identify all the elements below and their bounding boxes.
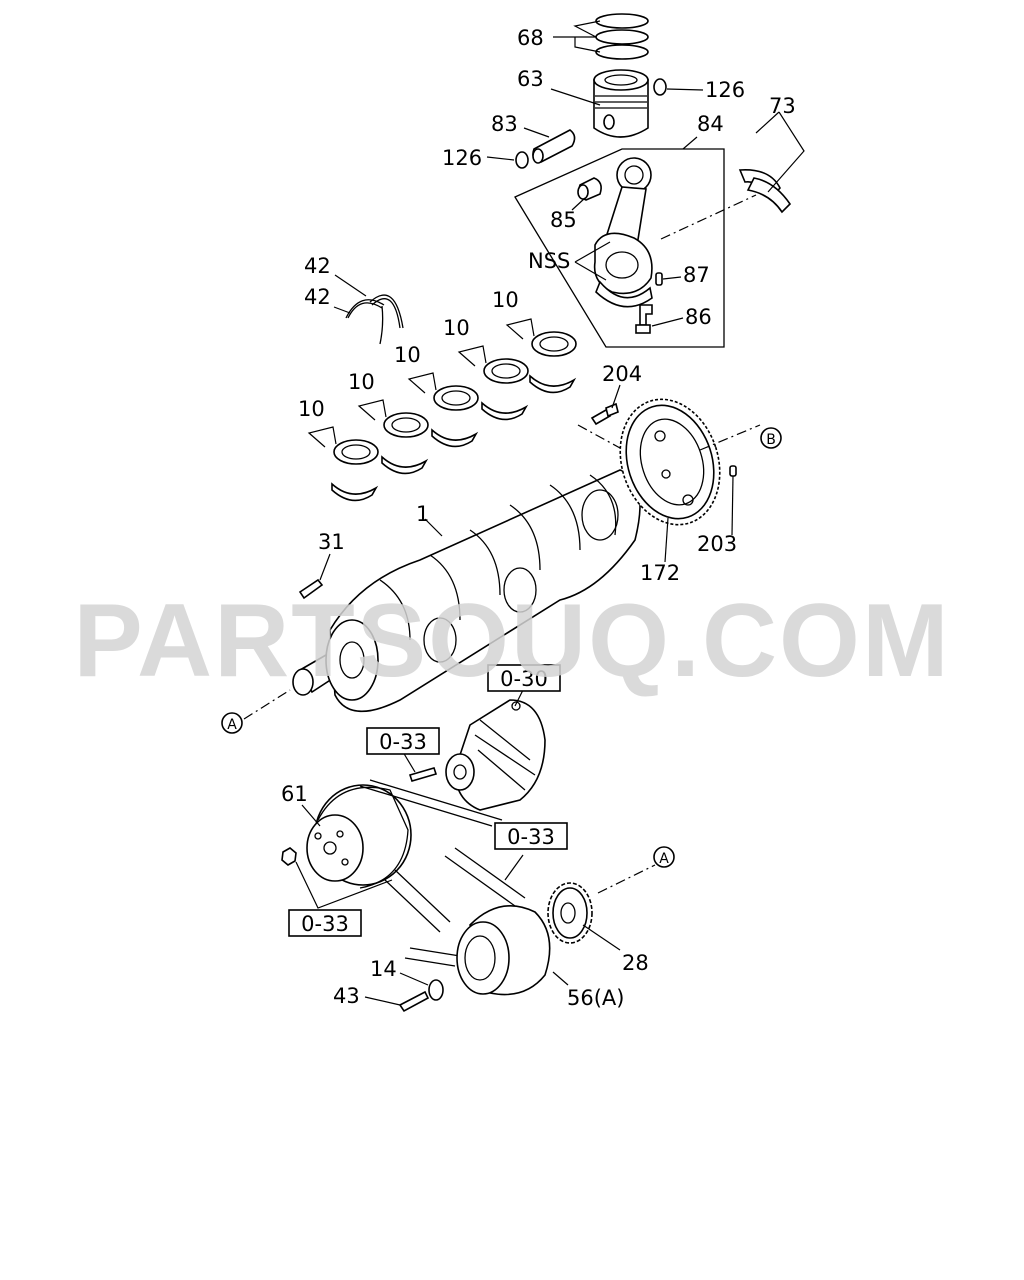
crank-pulley-drawing [456, 905, 551, 996]
callout-a-right: A [653, 846, 675, 868]
svg-text:0-33: 0-33 [301, 912, 349, 936]
thrust-washers-drawing [345, 294, 404, 345]
label-73: 73 [769, 94, 796, 118]
snap-ring-drawing [653, 78, 667, 96]
label-84: 84 [697, 112, 724, 136]
label-85: 85 [550, 208, 577, 232]
conrod-bolt-drawing [635, 304, 653, 334]
label-61: 61 [281, 782, 308, 806]
connecting-rod-group-frame [514, 148, 725, 348]
label-10-a: 10 [492, 288, 519, 312]
label-10-e: 10 [298, 397, 325, 421]
ref-box-0-33-upper[interactable]: 0-33 [366, 727, 440, 755]
label-87: 87 [683, 263, 710, 287]
label-56a: 56(A) [567, 986, 624, 1010]
label-86: 86 [685, 305, 712, 329]
svg-text:0-30: 0-30 [500, 667, 548, 691]
dowel-pin-drawing [729, 465, 737, 477]
pulley-drawing [306, 784, 412, 889]
label-nss: NSS [528, 249, 570, 273]
svg-text:0-33: 0-33 [507, 825, 555, 849]
label-14: 14 [370, 957, 397, 981]
nut-drawing [281, 847, 297, 866]
label-10-c: 10 [394, 343, 421, 367]
callout-b: B [760, 427, 782, 449]
label-1: 1 [416, 502, 429, 526]
stud-bolt-drawing [408, 767, 438, 782]
label-204: 204 [602, 362, 642, 386]
svg-text:A: A [227, 717, 237, 733]
label-68: 68 [517, 26, 544, 50]
crank-bolt-drawing [398, 990, 430, 1013]
label-42-lower: 42 [304, 285, 331, 309]
label-31: 31 [318, 530, 345, 554]
snap-ring-drawing [515, 151, 529, 169]
watermark: PARTSOUQ.COM [73, 583, 950, 699]
v-belt-drawing [359, 779, 526, 967]
timing-gear-drawing [547, 882, 593, 944]
label-203: 203 [697, 532, 737, 556]
svg-text:B: B [766, 432, 776, 448]
label-43: 43 [333, 984, 360, 1008]
dowel-pin-drawing [655, 272, 663, 286]
piston-pin-drawing [532, 129, 576, 164]
connecting-rod-drawing [593, 157, 653, 308]
label-28: 28 [622, 951, 649, 975]
ref-box-0-33-belt[interactable]: 0-33 [494, 822, 568, 850]
water-pump-drawing [445, 699, 546, 811]
label-42-upper: 42 [304, 254, 331, 278]
label-10-b: 10 [443, 316, 470, 340]
label-126-upper: 126 [705, 78, 745, 102]
piston-rings-drawing [595, 13, 649, 60]
bush-drawing [577, 177, 602, 201]
ref-box-0-30[interactable]: 0-30 [487, 664, 561, 692]
washer-drawing [428, 979, 444, 1001]
label-83: 83 [491, 112, 518, 136]
crankshaft-drawing [292, 469, 641, 713]
label-10-d: 10 [348, 370, 375, 394]
svg-text:0-33: 0-33 [379, 730, 427, 754]
callout-a-left: A [221, 712, 243, 734]
label-172: 172 [640, 561, 680, 585]
piston-drawing [593, 69, 649, 138]
main-bearings-drawing [307, 318, 577, 502]
key-drawing [298, 578, 324, 600]
ref-box-0-33-nut[interactable]: 0-33 [288, 909, 362, 937]
svg-text:A: A [659, 851, 669, 867]
gear-plate-drawing [619, 398, 721, 526]
label-126-lower: 126 [442, 146, 482, 170]
label-63: 63 [517, 67, 544, 91]
bolt-drawing [590, 402, 619, 426]
